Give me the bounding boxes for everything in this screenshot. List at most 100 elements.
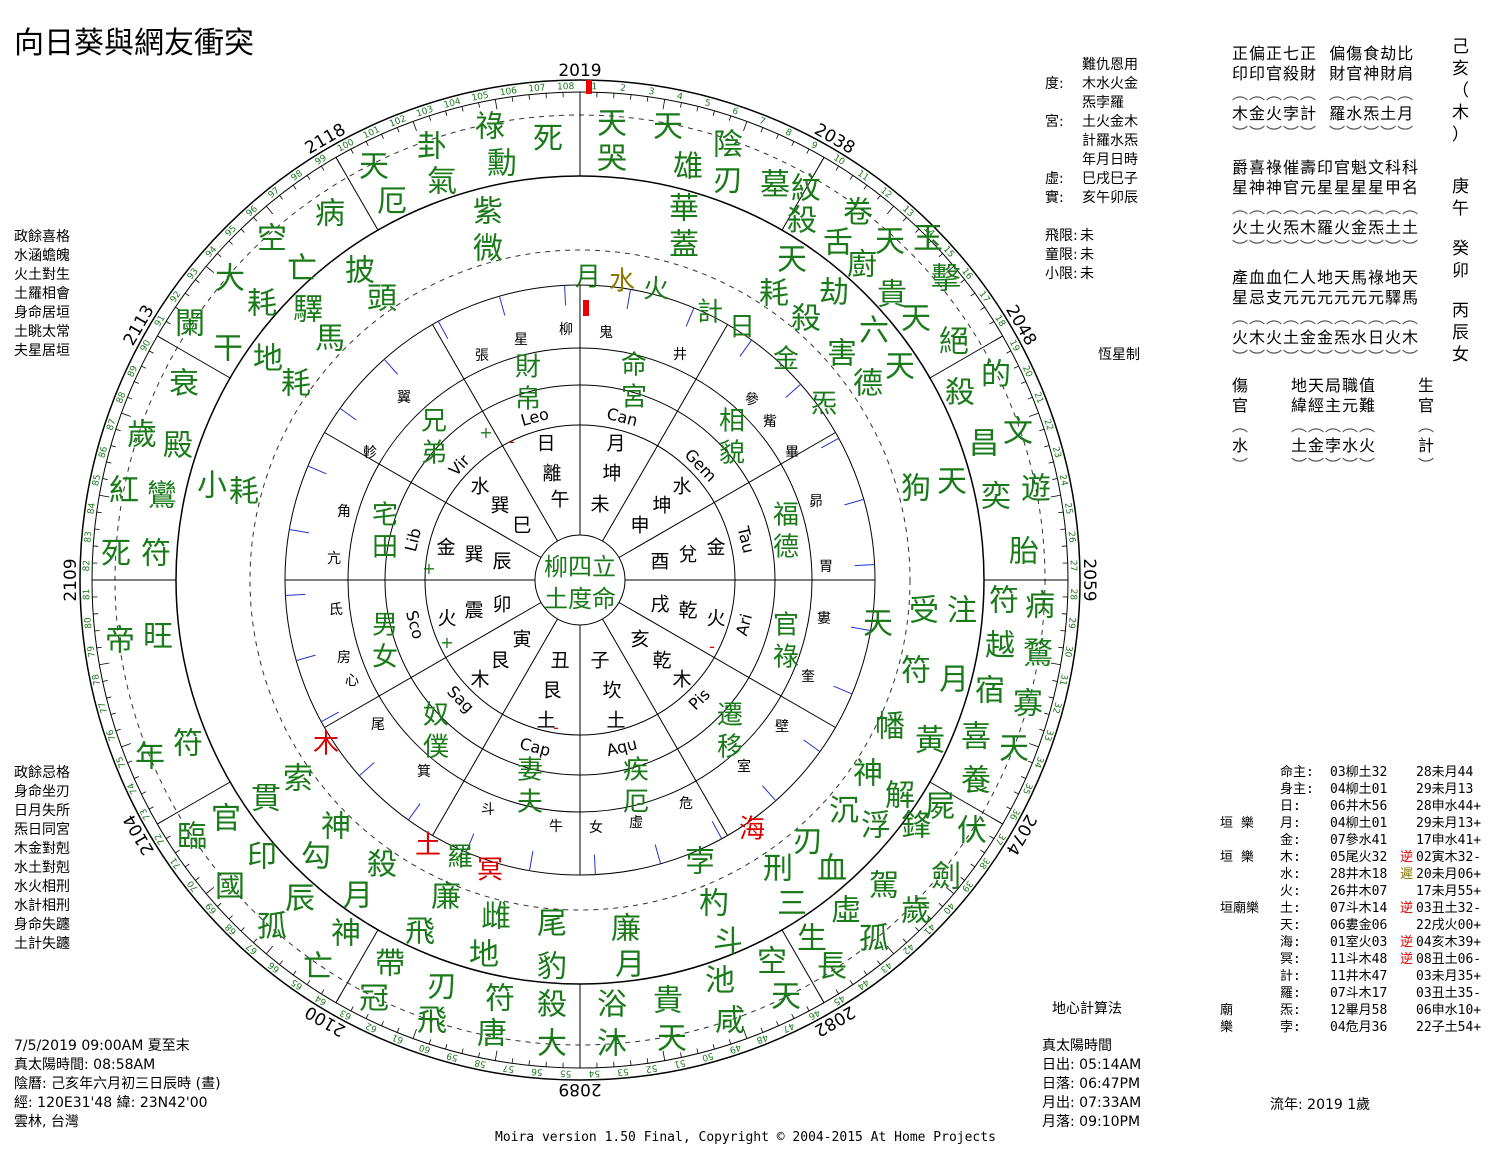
tick [381,1021,384,1026]
star-label: 紫 [473,195,503,230]
star-label: 文 [1003,415,1033,450]
star-label: 衰 [169,367,199,402]
star-label: 卷 [843,196,873,231]
house-char: 移 [717,733,743,763]
planet-dignity: 垣廟樂 [1220,901,1260,916]
star-label: 符 [173,727,203,762]
degree-number: 82 [82,560,92,572]
star-label: 厄 [377,185,407,220]
degree-number: 87 [105,418,118,432]
tick [886,205,894,215]
planet-name: 水: [1280,867,1301,882]
planet-dignity: 廟 [1220,1003,1234,1018]
star-label: 死 [533,122,563,157]
star-label: 帶 [375,947,405,982]
star-label: 鶩 [1023,637,1053,672]
mansion-label: 角 [337,504,351,520]
info-label: 飛限: [1045,228,1078,244]
house-name: 兄弟 [421,407,447,469]
house-name: 福德 [773,501,799,563]
house-char: 田 [372,533,398,563]
mansion-label: 亢 [327,550,341,567]
info-row [1045,208,1138,227]
tick [266,205,274,215]
star-label: 貴 [653,984,683,1019]
tick [102,478,108,480]
shishen-row7: 產血血仁人地天馬祿地天 [1232,268,1420,287]
marker-red [586,80,592,94]
trigram-branch: 巽 [490,495,509,517]
degree-number: 53 [617,1066,629,1077]
star-label: 廚 [847,248,877,283]
star-label: 解 [885,779,915,814]
birth-line: 陰曆: 己亥年六月初三日辰時 (晝) [14,1076,221,1092]
tick [141,365,147,369]
tick [902,938,907,943]
zodiac-sign: Cap [518,734,553,760]
degree-number: 37 [992,831,1007,846]
star-label: 神 [321,810,351,845]
house-char: 厄 [623,788,649,818]
pattern-note: 身命坐刃 [14,784,70,800]
degree-number: 99 [314,153,329,168]
tick [945,886,955,894]
degree-number: 28 [1068,588,1078,600]
degree-number: 85 [91,474,103,487]
tick [989,321,995,325]
degree-number: 47 [781,1020,796,1034]
star-label: 勳 [487,147,517,182]
mansion-label: 參 [745,392,759,408]
mansion-tick [321,711,340,723]
star-label: 亡 [303,950,333,985]
info-row: 虛:巳戌巳子 [1045,170,1138,189]
tick [1039,728,1045,732]
degree-number: 81 [82,588,92,600]
tick [494,99,498,110]
star-label: 德 [853,367,883,402]
tick [776,1021,779,1026]
shishen-row10a: 傷 [1232,376,1250,395]
planet-name: 日: [1280,799,1301,814]
tick [960,279,965,283]
star-label: 宿 [975,674,1005,709]
planet-label: 羅 [447,843,473,873]
inner-spoke [324,432,542,558]
info-value: 計羅水炁 [1082,133,1138,149]
degree-number: 73 [139,807,153,822]
degree-number: 65 [290,976,305,991]
tick [94,630,100,632]
house-char: 女 [372,643,398,673]
star-label: 屍 [925,790,955,825]
trigram-branch: 金 [706,537,725,559]
star-label: 微 [473,232,503,267]
tick [96,511,102,514]
mansion-tick [289,529,310,534]
star-label: 鸞 [147,479,177,514]
shishen-row9: 火木火土金金炁水日火木 [1232,328,1420,347]
planet-position: 11井木47 [1330,969,1388,984]
zodiac-sign: Leo [519,404,551,430]
degree-number: 45 [831,992,846,1007]
info-row: 年月日時 [1045,151,1138,170]
star-label: 天 [999,732,1029,767]
planet-sign: 29未月13 [1416,782,1474,797]
degree-number: 25 [1062,502,1074,515]
dashed-ring [114,114,1046,1046]
star-label: 病 [1025,589,1055,624]
tick [993,335,1003,342]
mansion-tick [762,785,777,802]
degree-number: 52 [645,1062,658,1074]
mansion-label: 昴 [809,494,823,510]
shishen-row11c: 官 [1418,396,1436,415]
star-label: 喜 [961,720,991,755]
tick [1052,680,1058,682]
house-char: 妻 [517,756,543,786]
degree-number: 54 [588,1068,600,1078]
degree-number: 19 [1007,339,1021,354]
degree-number: 75 [115,755,129,769]
tick [835,989,839,995]
mansion-label: 尾 [371,717,385,733]
